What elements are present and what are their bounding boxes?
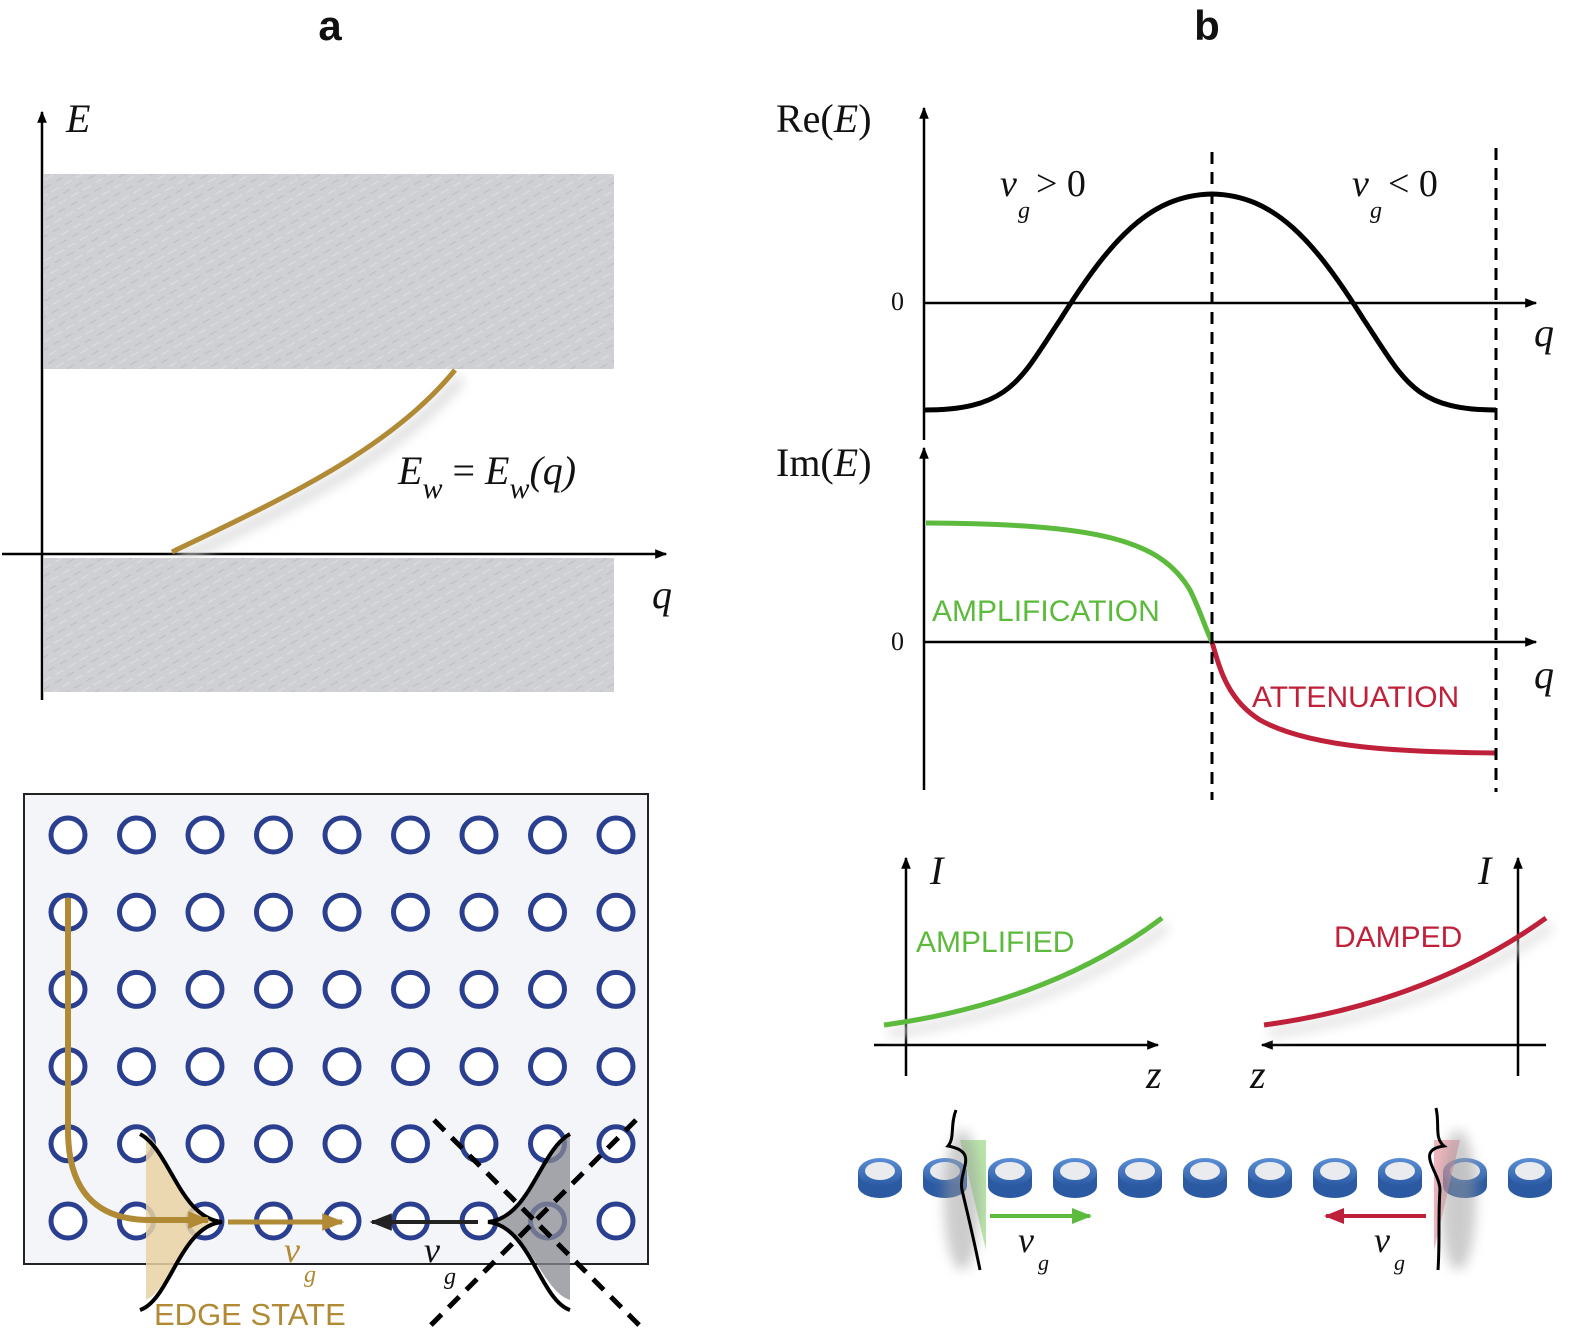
chain-resonator [1248,1158,1292,1198]
lattice-ring [322,892,362,932]
chain-resonator [858,1158,902,1198]
amplified-curve [883,916,1164,1028]
lattice-ring [48,1201,88,1241]
edge-packet-outline [138,1132,223,1312]
panel-b-label: b [1194,2,1220,49]
lattice-ring [322,969,362,1009]
edge-dispersion-curve [170,368,457,555]
lattice-ring [596,969,636,1009]
lattice-ring [459,1124,499,1164]
upper-bulk-band [44,174,614,369]
chain-resonator [988,1158,1032,1198]
vg-positive-label: vg> 0 [1000,163,1086,224]
lattice-ring [185,815,225,855]
edge-dispersion-shadow [176,375,465,565]
lattice-ring [254,1047,293,1087]
lattice-ring [254,892,293,932]
lattice-ring [596,1124,636,1164]
lattice-ring [322,1124,362,1164]
damped-label: DAMPED [1334,921,1462,954]
vg-negative-label: vg< 0 [1352,163,1438,224]
lattice-ring [528,1047,567,1087]
edge-velocity-label: vg [284,1230,316,1288]
damped-curve-shadow [1268,922,1554,1037]
damped-curve [1263,915,1548,1028]
lattice-ring [528,969,567,1009]
lattice-ring [185,1047,225,1087]
lattice-ring [459,815,499,855]
lattice-ring [459,892,499,932]
amplified-label: AMPLIFIED [916,926,1074,959]
lattice-ring [117,815,156,855]
backward-velocity-label: vg [424,1230,456,1290]
dispersion-label: Ew = Ew(q) [397,448,576,505]
lattice-ring [391,1047,430,1087]
z-right-label: z [1249,1052,1266,1097]
lattice-ring [185,892,225,932]
re-q-label: q [1534,310,1554,355]
chain-resonator [1183,1158,1227,1198]
lattice-ring [459,969,499,1009]
attenuation-curve [1209,641,1497,756]
lattice-ring [391,815,430,855]
chain-resonator [1118,1158,1162,1198]
im-zero-label: 0 [891,627,904,656]
chain-resonator [1313,1158,1357,1198]
lattice-ring [117,1047,156,1087]
lattice-ring [391,1124,430,1164]
panel-b: b Re(E) 0 q vg> 0 vg< 0 Im(E) 0 q AMPLIF… [776,2,1554,1275]
lattice-ring [117,892,156,932]
energy-axis-label: E [65,96,90,141]
amplification-label: AMPLIFICATION [932,595,1160,628]
re-e-axis-label: Re(E) [776,96,872,141]
edge-path-arrow [65,898,211,1229]
lattice-ring [322,1047,362,1087]
im-e-axis-label: Im(E) [776,440,872,485]
lattice-ring [459,1047,499,1087]
edge-state-label: EDGE STATE [154,1297,346,1332]
lattice-ring [596,892,636,932]
amplification-curve [925,520,1215,644]
z-left-label: z [1145,1052,1162,1097]
re-zero-label: 0 [891,287,904,316]
lattice-ring [596,1047,636,1087]
lattice-ring [185,1124,225,1164]
lattice-ring [254,815,293,855]
forward-pulse-outline [945,1109,982,1271]
backward-pulse-shadow [1440,1130,1476,1270]
lattice-ring [117,969,156,1009]
lattice-ring [391,969,430,1009]
panel-a: a E q Ew = Ew(q) vg [2,2,672,1332]
im-q-label: q [1534,652,1554,697]
chain-resonator [1053,1158,1097,1198]
panel-a-label: a [318,2,342,49]
intensity-left-label: I [929,848,945,893]
lattice-ring [254,969,293,1009]
backward-pulse-outline [1428,1107,1448,1271]
lattice-ring [528,892,567,932]
lattice-ring [528,815,567,855]
chain-resonator [1508,1158,1552,1198]
backward-velocity-label-chain: vg [1374,1220,1405,1275]
lattice-ring [322,815,362,855]
lattice-ring [185,969,225,1009]
attenuation-label: ATTENUATION [1252,681,1459,714]
lattice-ring [391,892,430,932]
lattice-ring [254,1124,293,1164]
lattice-ring [48,815,88,855]
backward-packet-outline [487,1132,572,1312]
intensity-right-label: I [1477,848,1493,893]
amplified-curve-shadow [888,922,1170,1037]
momentum-axis-label: q [652,572,672,617]
lattice-ring [596,1201,636,1241]
forward-velocity-label: vg [1018,1220,1049,1275]
lower-bulk-band [44,558,614,692]
chain-resonator [1378,1158,1422,1198]
lattice-ring [596,815,636,855]
